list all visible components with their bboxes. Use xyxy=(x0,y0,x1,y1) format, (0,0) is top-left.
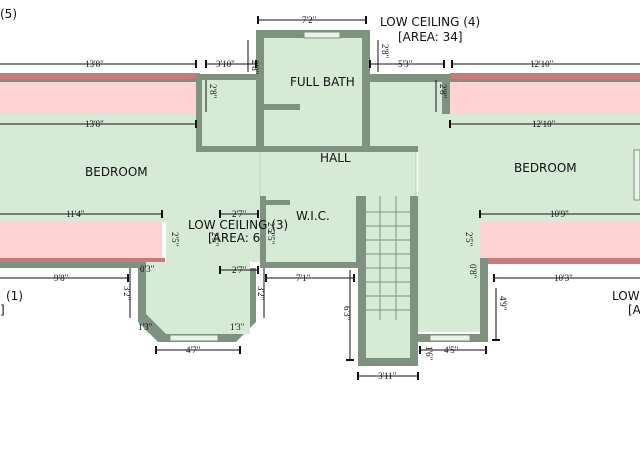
dimension-lines xyxy=(0,16,640,380)
label-low-ceiling-3: LOW CEILING (3) xyxy=(188,218,288,232)
dim-bottom-left-span: 9'8" xyxy=(54,273,69,283)
closet-left xyxy=(196,74,260,152)
dim-bay-right-vert: 3'2" xyxy=(256,286,266,301)
dim-bay-top: 2'7" xyxy=(232,209,247,219)
dim-bay-offset-right: 0'8" xyxy=(468,264,478,279)
low-ceiling-left-top xyxy=(0,82,196,114)
label-area-34: [AREA: 34] xyxy=(398,30,463,44)
label-bedroom-left: BEDROOM xyxy=(85,165,148,179)
bay-area xyxy=(138,262,256,342)
low-ceiling-right-bottom xyxy=(480,222,640,258)
dim-bath-top: 7'2" xyxy=(302,15,317,25)
dim-top-mid-span: 3'10" xyxy=(216,59,235,69)
label-area-6: [AREA: 6 xyxy=(208,231,260,245)
dim-wic-small: 2'5" xyxy=(210,232,220,247)
dim-bay-left-vert: 3'2" xyxy=(122,286,132,301)
dim-top-right-span: 12'10" xyxy=(530,59,554,69)
dim-bedroom-right-inner: 12'10" xyxy=(532,119,556,129)
label-hall: HALL xyxy=(320,151,351,165)
dim-top-mid-span-right: 5'3" xyxy=(398,59,413,69)
label-edge-left-mid: (1) xyxy=(6,289,23,303)
dim-right-drop: 4'9" xyxy=(498,296,508,311)
dim-bay-bottom: 4'7" xyxy=(186,345,201,355)
dim-wic-small-c: 2'5" xyxy=(266,222,276,237)
window-right-closet xyxy=(429,334,471,342)
dim-bay-small-left: 1'3" xyxy=(138,322,153,332)
dim-right-closet-bottom: 4'5" xyxy=(444,345,459,355)
dim-stair-height: 6'3" xyxy=(342,306,352,321)
window-right-edge xyxy=(633,149,640,201)
label-edge-left-bracket: ] xyxy=(0,303,5,317)
label-edge-right-low: LOW xyxy=(612,289,640,303)
window-bay xyxy=(169,334,219,342)
dim-bay-offset-left: 0'3" xyxy=(140,264,155,274)
label-edge-top-left: (5) xyxy=(0,7,17,21)
staircase xyxy=(358,196,418,366)
dim-low-right-width: 10'9" xyxy=(550,209,569,219)
low-ceiling-right-top xyxy=(450,82,640,114)
hall xyxy=(259,152,417,196)
bedroom-left xyxy=(0,73,260,268)
dim-top-left-span: 13'8" xyxy=(85,59,104,69)
dim-hall-span: 7'1" xyxy=(296,273,311,283)
label-full-bath: FULL BATH xyxy=(290,75,355,89)
dim-bath-left-vert: 2'8" xyxy=(250,60,260,75)
dim-bay-small-right: 1'3" xyxy=(230,322,245,332)
dim-bedroom-left-inner: 13'8" xyxy=(85,119,104,129)
dim-step-small: 1'6" xyxy=(424,346,434,361)
low-ceiling-left-bottom xyxy=(0,222,162,258)
bedroom-right xyxy=(416,73,640,342)
label-bedroom-right: BEDROOM xyxy=(514,161,577,175)
full-bath xyxy=(256,30,370,152)
dim-bath-right-vert: 2'8" xyxy=(380,44,390,59)
label-low-ceiling-4: LOW CEILING (4) xyxy=(380,15,480,29)
window-bath xyxy=(303,31,341,39)
dim-left-low-vert: 2'5" xyxy=(170,232,180,247)
label-edge-right-bracket: [A xyxy=(628,303,640,317)
dim-right-low-vert: 2'5" xyxy=(464,232,474,247)
dim-closet-right-vert: 2'8" xyxy=(438,84,448,99)
label-wic: W.I.C. xyxy=(296,209,330,223)
dim-wic-small-b: 2'5" xyxy=(266,230,276,245)
dim-stair-bottom: 3'11" xyxy=(378,371,397,381)
dim-bay-mid: 2'7" xyxy=(232,265,247,275)
dim-low-left-width: 11'4" xyxy=(66,209,85,219)
dim-closet-left-vert: 2'8" xyxy=(208,84,218,99)
dim-right-bottom-span: 10'3" xyxy=(554,273,573,283)
